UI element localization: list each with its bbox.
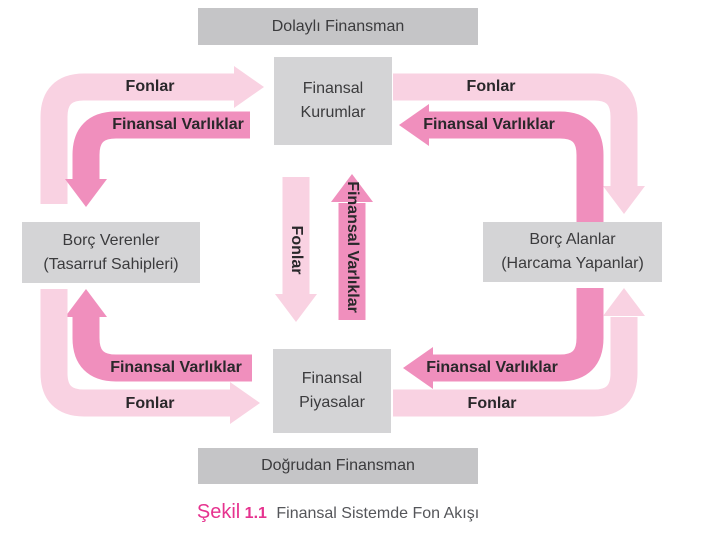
box-direct-financing: Doğrudan Finansman	[198, 448, 478, 484]
box-financial-markets-line2: Piyasalar	[299, 394, 365, 411]
box-financial-institutions: Finansal Kurumlar	[274, 57, 392, 145]
box-financial-markets-line1: Finansal	[301, 370, 363, 387]
box-borrowers: Borç Alanlar (Harcama Yapanlar)	[483, 222, 662, 282]
arrow-shaft	[429, 111, 604, 222]
arrow-shaft	[393, 317, 638, 417]
arrow-head	[603, 186, 645, 214]
arrow-head	[331, 174, 373, 202]
arrow-funds-institutions-to-markets	[275, 177, 317, 322]
arrow-assets-markets-to-lenders	[65, 289, 252, 382]
arrow-label-funds-top-right: Fonlar	[466, 78, 516, 95]
arrow-label-funds-top-left: Fonlar	[125, 78, 175, 95]
arrow-funds-lenders-to-institutions	[40, 66, 264, 204]
arrow-shaft	[72, 111, 250, 180]
arrow-label-funds-center: Fonlar	[288, 225, 305, 275]
box-financial-institutions-line2: Kurumlar	[300, 104, 366, 121]
arrow-label-assets-center: Finansal Varlıklar	[344, 181, 361, 313]
arrow-head	[234, 66, 264, 108]
arrow-label-funds-bottom-left: Fonlar	[125, 395, 175, 412]
arrow-shaft	[40, 73, 234, 204]
arrow-shaft	[72, 316, 252, 382]
figure-caption-number: 1.1	[244, 505, 267, 522]
arrow-head	[603, 288, 645, 316]
box-borrowers-line1: Borç Alanlar	[529, 231, 616, 248]
arrow-head	[403, 347, 433, 389]
arrow-shaft	[40, 289, 230, 417]
box-financial-institutions-line1: Finansal	[302, 80, 364, 97]
arrow-assets-institutions-to-lenders	[65, 111, 250, 207]
arrow-head	[65, 179, 107, 207]
arrow-head	[230, 382, 260, 424]
arrow-assets-markets-to-institutions	[331, 174, 373, 320]
arrow-funds-institutions-to-borrowers	[393, 73, 645, 214]
arrow-label-assets-bottom-left: Finansal Varlıklar	[110, 359, 242, 376]
box-lenders-line2: (Tasarruf Sahipleri)	[43, 255, 179, 273]
box-direct-financing-label: Doğrudan Finansman	[261, 457, 415, 474]
box-lenders-line1: Borç Verenler	[62, 231, 160, 249]
arrow-funds-lenders-to-markets	[40, 289, 260, 424]
arrow-label-assets-bottom-right: Finansal Varlıklar	[426, 359, 558, 376]
figure-caption: Şekil 1.1 Finansal Sistemde Fon Akışı	[0, 501, 676, 524]
box-financial-markets: Finansal Piyasalar	[273, 349, 391, 433]
arrow-assets-borrowers-to-institutions	[399, 104, 604, 222]
arrow-label-assets-top-left: Finansal Varlıklar	[112, 116, 244, 133]
box-indirect-financing-label: Dolaylı Finansman	[271, 17, 405, 35]
arrow-assets-borrowers-to-markets	[403, 288, 604, 389]
arrow-shaft	[433, 288, 604, 382]
box-indirect-financing: Dolaylı Finansman	[198, 8, 478, 45]
arrow-label-assets-top-right: Finansal Varlıklar	[423, 116, 555, 133]
arrow-head	[399, 104, 429, 146]
figure-caption-title: Finansal Sistemde Fon Akışı	[276, 505, 480, 522]
arrow-label-funds-bottom-right: Fonlar	[467, 395, 517, 412]
arrow-head	[65, 289, 107, 317]
arrow-shaft	[393, 73, 638, 187]
arrow-head	[275, 294, 317, 322]
figure-caption-word: Şekil	[196, 501, 241, 523]
box-borrowers-line2: (Harcama Yapanlar)	[501, 255, 644, 272]
box-lenders: Borç Verenler (Tasarruf Sahipleri)	[22, 222, 200, 283]
arrow-funds-markets-to-borrowers	[393, 288, 645, 417]
